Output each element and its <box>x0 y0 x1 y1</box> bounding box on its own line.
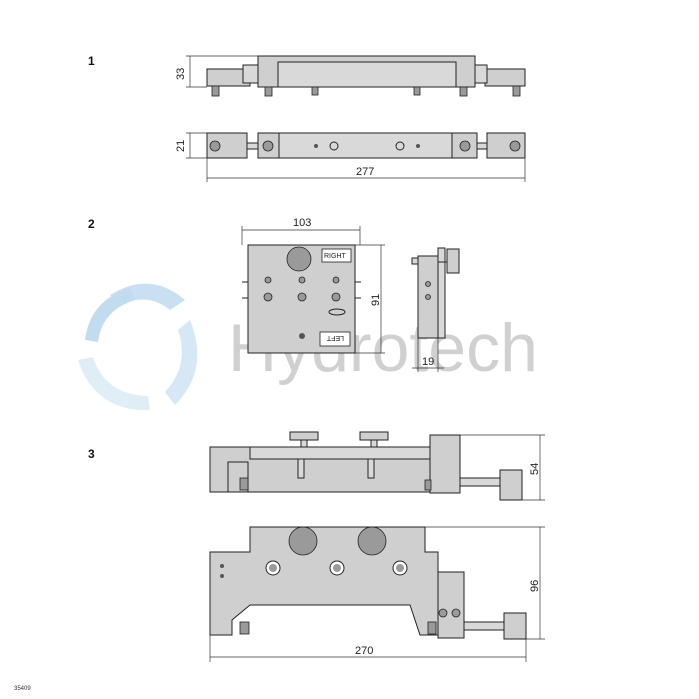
dimension-91: 91 <box>370 294 382 306</box>
dimension-19: 19 <box>422 356 434 368</box>
figure-number-3: 3 <box>88 447 95 461</box>
dimension-277: 277 <box>356 166 374 178</box>
fig1-top-view <box>206 132 526 159</box>
dimension-21: 21 <box>175 140 187 152</box>
drawing-id: 35409 <box>14 686 31 692</box>
figure-number-1: 1 <box>88 54 95 68</box>
fig3-top-height-dimension: 96 <box>425 526 545 640</box>
dimension-103: 103 <box>293 217 311 229</box>
fig2-height-dimension: 91 <box>355 244 385 354</box>
fig1-length-dimension: 277 <box>206 158 526 182</box>
fig3-top-view <box>209 526 527 640</box>
dimension-54: 54 <box>529 463 541 475</box>
figure-number-2: 2 <box>88 217 95 231</box>
fig3-length-dimension: 270 <box>209 635 527 662</box>
fig1-width-dimension: 21 <box>175 132 207 159</box>
fig1-side-view <box>206 55 526 97</box>
left-plate-label: LEFT <box>326 334 344 341</box>
fig2-depth-dimension: 19 <box>412 338 444 372</box>
fig1-height-dimension: 33 <box>175 55 258 88</box>
watermark-logo-icon <box>78 283 198 411</box>
fig3-height-dimension: 54 <box>460 434 545 501</box>
right-plate-label: RIGHT <box>324 253 347 260</box>
fig2-side-view <box>411 247 460 339</box>
dimension-33: 33 <box>175 68 187 80</box>
fig2-front-view: RIGHT LEFT <box>242 244 361 354</box>
fig2-width-dimension: 103 <box>241 217 361 245</box>
dimension-96: 96 <box>529 580 541 592</box>
dimension-270: 270 <box>355 645 373 657</box>
fig3-side-view <box>209 431 523 501</box>
